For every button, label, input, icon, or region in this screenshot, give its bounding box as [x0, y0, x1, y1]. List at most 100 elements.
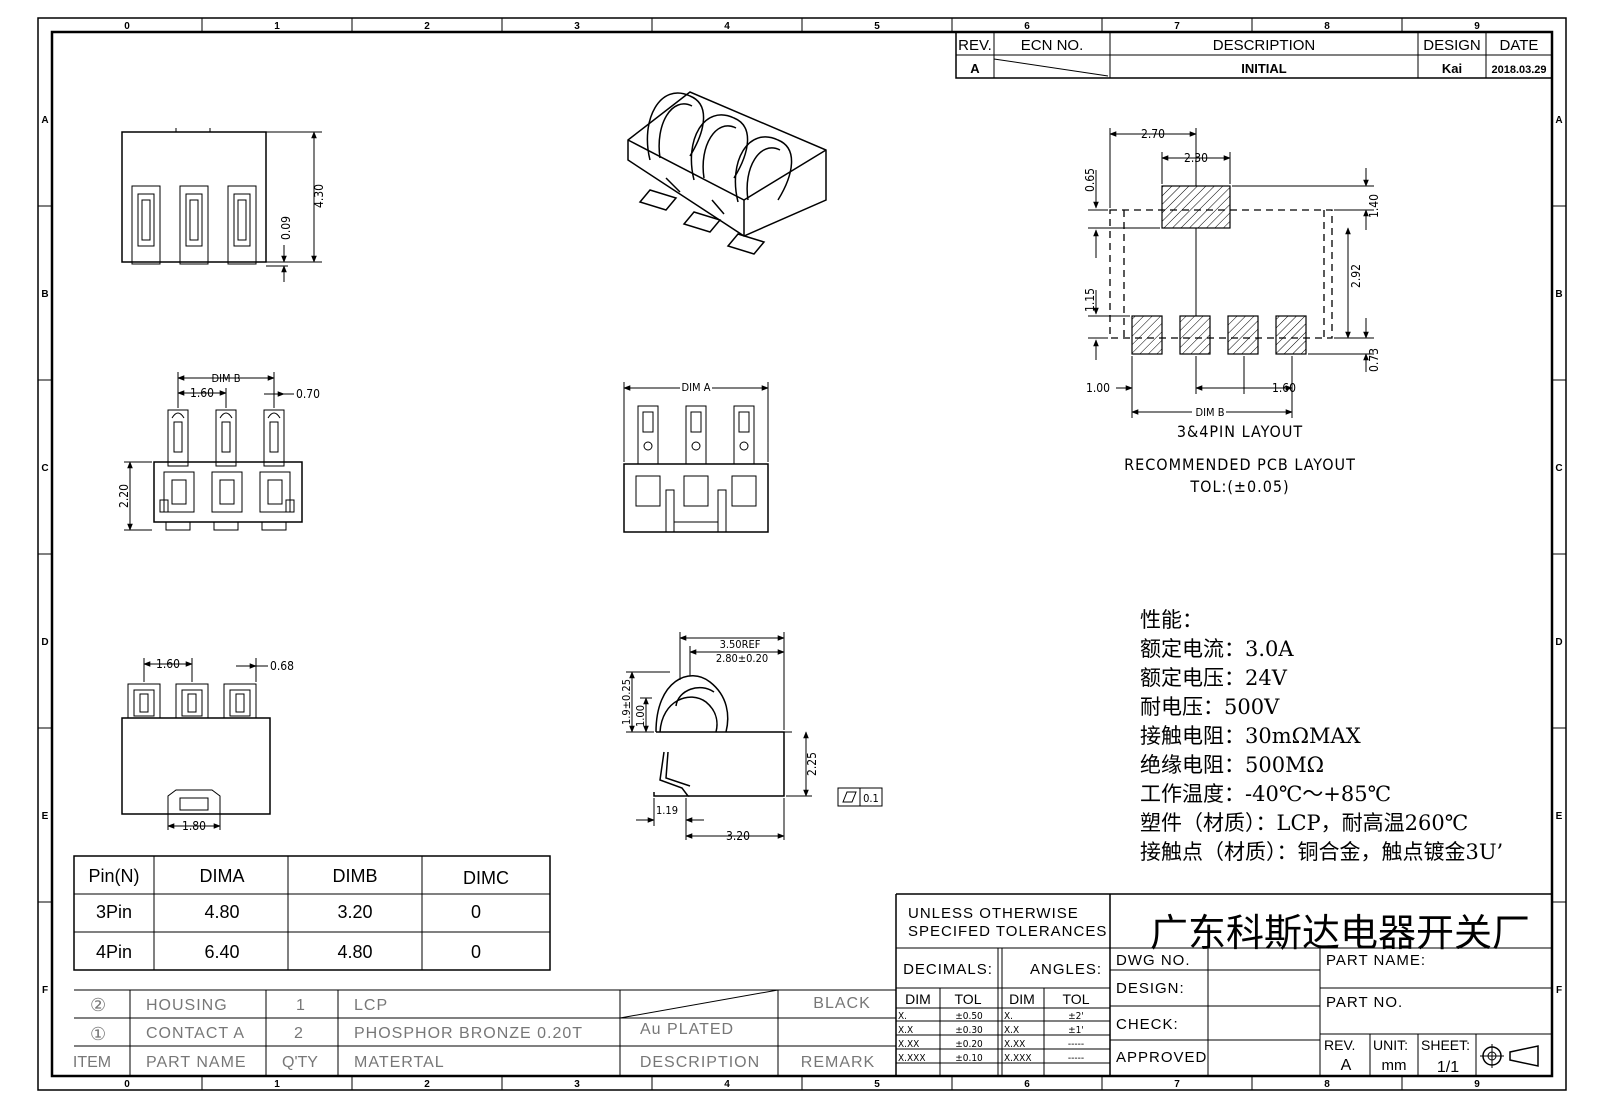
grid-col-top-6: 6	[1024, 21, 1030, 32]
spec-insulation: 绝缘电阻：500MΩ	[1140, 753, 1324, 777]
pin-row-4pin-dimb: 4.80	[337, 942, 372, 962]
ang-row-3-dim: X.XX	[1004, 1039, 1025, 1050]
bom-header-name: PART NAME	[146, 1054, 247, 1071]
title-block: UNLESS OTHERWISE SPECIFED TOLERANCES DEC…	[895, 893, 1552, 1076]
dim-1-19: 1.19	[656, 804, 678, 817]
dim-b-label: DIM B	[211, 372, 240, 385]
grid-row-left-C: C	[41, 463, 48, 474]
pcb-dim-0-73: 0.73	[1367, 348, 1381, 372]
dim-1-00-profile: 1.00	[634, 705, 647, 727]
grid-col-bottom-8: 8	[1324, 1079, 1330, 1090]
pin-table: Pin(N) DIMA DIMB DIMC 3Pin 4.80 3.20 0 4…	[73, 855, 551, 971]
ang-row-1-dim: X.	[1004, 1011, 1013, 1022]
bom-header-item: ITEM	[73, 1054, 111, 1071]
spec-current: 额定电流：3.0A	[1140, 637, 1294, 661]
grid-col-bottom-1: 1	[274, 1079, 280, 1090]
dec-row-1-tol: ±0.50	[955, 1011, 983, 1022]
dim-2-20: 2.20	[117, 484, 131, 508]
dim-1-80: 1.80	[182, 819, 206, 833]
design-label: DESIGN:	[1116, 980, 1185, 997]
dec-row-3-tol: ±0.20	[955, 1039, 983, 1050]
pin-header-dima: DIMA	[200, 866, 245, 886]
pcb-dim-1-15: 1.15	[1083, 288, 1097, 312]
sheet-label: SHEET:	[1421, 1037, 1470, 1053]
pcb-subtitle: 3&4PIN LAYOUT	[1177, 422, 1303, 441]
dim-0-68: 0.68	[270, 659, 294, 673]
pin-row-3pin-dima: 4.80	[204, 902, 239, 922]
dec-row-3-dim: X.XX	[898, 1039, 919, 1050]
dim-1-9: 1.9±0.25	[620, 679, 633, 725]
rev-label: REV.	[1324, 1037, 1355, 1053]
company-name: 广东科斯达电器开关厂	[1150, 911, 1531, 955]
grid-col-top-3: 3	[574, 21, 580, 32]
pcb-dim-2-92: 2.92	[1349, 264, 1363, 288]
pin-row-3pin-dimc: 0	[471, 902, 481, 922]
dim-0-70: 0.70	[296, 387, 320, 401]
rev-value-title: A	[1341, 1057, 1352, 1074]
pin-row-3pin-dimb: 3.20	[337, 902, 372, 922]
grid-col-bottom-9: 9	[1474, 1079, 1480, 1090]
ang-row-1-tol: ±2'	[1068, 1011, 1084, 1022]
spec-contact-material: 接触点（材质）：铜合金，触点镀金3U’	[1140, 840, 1504, 864]
bom-header-remark: REMARK	[801, 1054, 875, 1071]
dim-2-80: 2.80±0.20	[716, 652, 768, 665]
pcb-dim-1-40: 1.40	[1367, 194, 1381, 218]
grid-row-right-F: F	[1556, 985, 1562, 996]
spec-voltage: 额定电压：24V	[1140, 666, 1287, 690]
bom-name-2: HOUSING	[146, 997, 228, 1014]
revision-block: REV. ECN NO. DESCRIPTION DESIGN DATE A I…	[955, 31, 1553, 79]
bom-remark-2: BLACK	[813, 995, 870, 1012]
dec-row-4-tol: ±0.10	[955, 1053, 983, 1064]
grid-row-left-B: B	[41, 289, 48, 300]
grid-col-top-9: 9	[1474, 21, 1480, 32]
bom-header-qty: Q'TY	[282, 1054, 318, 1071]
rev-header: REV.	[958, 37, 992, 54]
ang-row-2-tol: ±1'	[1068, 1025, 1084, 1036]
dim-3-50-ref: 3.50REF	[720, 638, 761, 651]
grid-row-right-E: E	[1556, 811, 1563, 822]
spec-housing-material: 塑件（材质）：LCP，耐高温260℃	[1140, 811, 1469, 835]
bom-table: ② HOUSING 1 LCP BLACK ① CONTACT A 2 PHOS…	[73, 989, 896, 1077]
bom-name-1: CONTACT A	[146, 1025, 245, 1042]
dec-row-4-dim: X.XXX	[898, 1053, 926, 1064]
grid-row-right-C: C	[1555, 463, 1562, 474]
dec-row-2-dim: X.X	[898, 1025, 913, 1036]
front-view: 4.30 0.09	[121, 128, 326, 282]
grid-row-right-B: B	[1555, 289, 1562, 300]
top-view-lower: 1.60 0.68 1.80	[121, 657, 294, 833]
ang-dim-header: DIM	[1009, 991, 1035, 1007]
design-value: Kai	[1442, 61, 1462, 76]
grid-row-right-D: D	[1555, 637, 1562, 648]
pin-row-3pin: 3Pin	[96, 902, 132, 922]
ang-row-4-dim: X.XXX	[1004, 1053, 1032, 1064]
pin-header-dimb: DIMB	[333, 866, 378, 886]
bom-qty-1: 2	[294, 1025, 303, 1042]
side-view: DIM A	[623, 380, 769, 533]
ang-tol-header: TOL	[1063, 991, 1090, 1007]
spec-contact-resistance: 接触电阻：30mΩMAX	[1140, 724, 1361, 748]
ecn-header: ECN NO.	[1021, 37, 1084, 54]
bom-item-2: ②	[90, 995, 106, 1015]
pcb-layout: 2.70 2.30 0.65 1.15 1.40 2.92 0.73 1.00 …	[1083, 127, 1381, 496]
grid-col-bottom-5: 5	[874, 1079, 880, 1090]
projection-symbol-icon	[1480, 1044, 1539, 1068]
isometric-view	[627, 91, 827, 255]
bom-item-1: ①	[90, 1024, 106, 1044]
bottom-view: DIM B 1.60 0.70 2.20	[117, 372, 320, 531]
ang-row-4-tol: -----	[1068, 1053, 1084, 1064]
grid-col-bottom-6: 6	[1024, 1079, 1030, 1090]
pcb-dim-2-30: 2.30	[1184, 151, 1208, 165]
pin-header-dimc: DIMC	[463, 868, 509, 888]
bom-material-1: PHOSPHOR BRONZE 0.20T	[354, 1025, 583, 1042]
bom-description-1: Au PLATED	[640, 1021, 734, 1038]
grid-row-left-D: D	[41, 637, 48, 648]
pcb-dim-1-60: 1.60	[1272, 381, 1296, 395]
decimals-label: DECIMALS:	[903, 961, 993, 978]
date-value: 2018.03.29	[1491, 64, 1546, 76]
tolerance-note-2: SPECIFED TOLERANCES	[908, 923, 1107, 940]
check-label: CHECK:	[1116, 1016, 1179, 1033]
ang-row-2-dim: X.X	[1004, 1025, 1019, 1036]
pin-row-4pin: 4Pin	[96, 942, 132, 962]
